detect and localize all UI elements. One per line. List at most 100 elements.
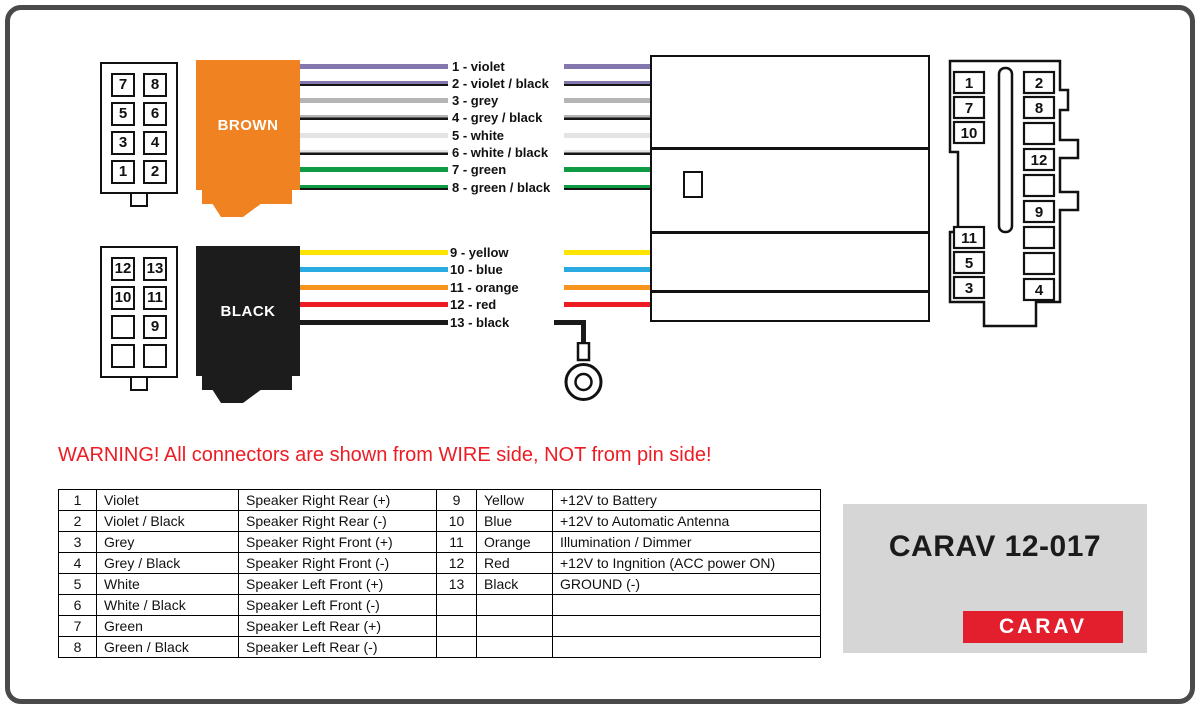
- wire-label: 8 - green / black: [452, 180, 551, 195]
- pin-box: [1022, 121, 1056, 146]
- function-cell: Speaker Left Rear (-): [238, 636, 437, 658]
- function-cell: Speaker Left Front (-): [238, 594, 437, 616]
- wire-segment: [581, 323, 586, 344]
- product-panel: CARAV 12-017 CARAV: [843, 504, 1147, 653]
- wire-color-cell: Green: [96, 615, 239, 637]
- wire-label: 6 - white / black: [452, 145, 549, 160]
- table-row: 7 Green Speaker Left Rear (+): [58, 615, 821, 637]
- pin-number-cell: 5: [58, 573, 97, 595]
- pin-box: [143, 343, 167, 368]
- function-cell: Speaker Right Rear (-): [238, 510, 437, 532]
- pin-box: 11: [143, 285, 167, 310]
- pin-number-cell: [436, 615, 477, 637]
- function-cell: Speaker Left Front (+): [238, 573, 437, 595]
- pin-box: [1022, 147, 1056, 172]
- vehicle-connector-pinout: 1 7 10 11 5 3 2 8 12 9 4: [948, 59, 1080, 328]
- wire-segment: [300, 267, 448, 272]
- table-row: 4 Grey / Black Speaker Right Front (-) 1…: [58, 552, 821, 574]
- function-cell: Speaker Left Rear (+): [238, 615, 437, 637]
- wire-segment: [564, 250, 652, 255]
- pin-box: 5: [111, 101, 135, 126]
- pin-box: 10: [111, 285, 135, 310]
- wire-label: 9 - yellow: [450, 245, 509, 260]
- wire-segment: [300, 285, 448, 290]
- wire-color-cell: Green / Black: [96, 636, 239, 658]
- wire-label: 7 - green: [452, 162, 507, 177]
- function-cell: +12V to Automatic Antenna: [552, 510, 821, 532]
- function-cell: [552, 615, 821, 637]
- function-cell: +12V to Battery: [552, 489, 821, 511]
- wire-segment: [564, 150, 652, 155]
- pin-box: [952, 275, 986, 300]
- function-cell: [552, 636, 821, 658]
- wire-segment: [300, 64, 448, 69]
- wire-label: 5 - white: [452, 128, 505, 143]
- connector-latch-square: [683, 171, 703, 198]
- pin-box: 8: [143, 72, 167, 97]
- function-cell: Speaker Right Front (+): [238, 531, 437, 553]
- wire-segment: [564, 133, 652, 138]
- pin-number-cell: 6: [58, 594, 97, 616]
- wire-color-cell: Blue: [476, 510, 553, 532]
- wire-segment: [564, 167, 652, 172]
- connector-key-bar: [997, 66, 1014, 234]
- wire-segment: [564, 98, 652, 103]
- wire-color-cell: [476, 615, 553, 637]
- pin-number: 10: [961, 125, 978, 142]
- brown-connector-pinout: 7 8 5 6 3 4 1 2: [100, 62, 178, 194]
- table-row: 5 White Speaker Left Front (+) 13 Black …: [58, 573, 821, 595]
- wire-segment: [300, 185, 448, 190]
- pin-box: [1022, 199, 1056, 224]
- pin-box: [1022, 225, 1056, 250]
- pin-box: [952, 70, 986, 95]
- pin-number-cell: 12: [436, 552, 477, 574]
- pin-number: 9: [1035, 204, 1043, 221]
- pin-number: 8: [1035, 100, 1043, 117]
- black-plug-label: BLACK: [220, 302, 276, 320]
- pin-number-cell: 9: [436, 489, 477, 511]
- wire-segment: [564, 285, 652, 290]
- wire-segment: [300, 133, 448, 138]
- pin-number: 2: [1035, 75, 1043, 92]
- pin-number-cell: [436, 594, 477, 616]
- wire-segment: [564, 267, 652, 272]
- pin-box: 6: [143, 101, 167, 126]
- pin-box: [952, 225, 986, 250]
- connector-detail-line: [652, 231, 928, 234]
- pin-number: 12: [1031, 152, 1048, 169]
- wire-color-cell: Violet / Black: [96, 510, 239, 532]
- pin-box: [952, 120, 986, 145]
- pin-box: 12: [111, 256, 135, 281]
- table-row: 6 White / Black Speaker Left Front (-): [58, 594, 821, 616]
- pin-number: 5: [965, 255, 973, 272]
- pin-number-cell: 4: [58, 552, 97, 574]
- wire-color-cell: Grey: [96, 531, 239, 553]
- function-cell: [552, 594, 821, 616]
- pin-number-cell: [436, 636, 477, 658]
- pin-box: 2: [143, 159, 167, 184]
- wire-label: 11 - orange: [450, 280, 519, 295]
- connector-detail-line: [652, 147, 928, 150]
- black-connector-pinout: 12 13 10 11 9: [100, 246, 178, 378]
- wire-segment: [564, 185, 652, 190]
- pin-box: [1022, 173, 1056, 198]
- function-cell: Speaker Right Front (-): [238, 552, 437, 574]
- pin-box: [1022, 251, 1056, 276]
- table-row: 1 Violet Speaker Right Rear (+) 9 Yellow…: [58, 489, 821, 511]
- wire-label: 3 - grey: [452, 93, 499, 108]
- pin-number: 11: [961, 230, 977, 247]
- pin-number-cell: 3: [58, 531, 97, 553]
- pin-box: [1022, 70, 1056, 95]
- function-cell: GROUND (-): [552, 573, 821, 595]
- wire-color-cell: Grey / Black: [96, 552, 239, 574]
- pin-number-cell: 2: [58, 510, 97, 532]
- pin-box: [952, 250, 986, 275]
- pin-box: [1022, 277, 1056, 302]
- wire-segment: [564, 115, 652, 120]
- connector-tab: [130, 192, 148, 207]
- wire-label: 10 - blue: [450, 262, 503, 277]
- wire-color-cell: [476, 594, 553, 616]
- pinout-table: 1 Violet Speaker Right Rear (+) 9 Yellow…: [58, 489, 821, 658]
- wire-segment: [300, 320, 448, 325]
